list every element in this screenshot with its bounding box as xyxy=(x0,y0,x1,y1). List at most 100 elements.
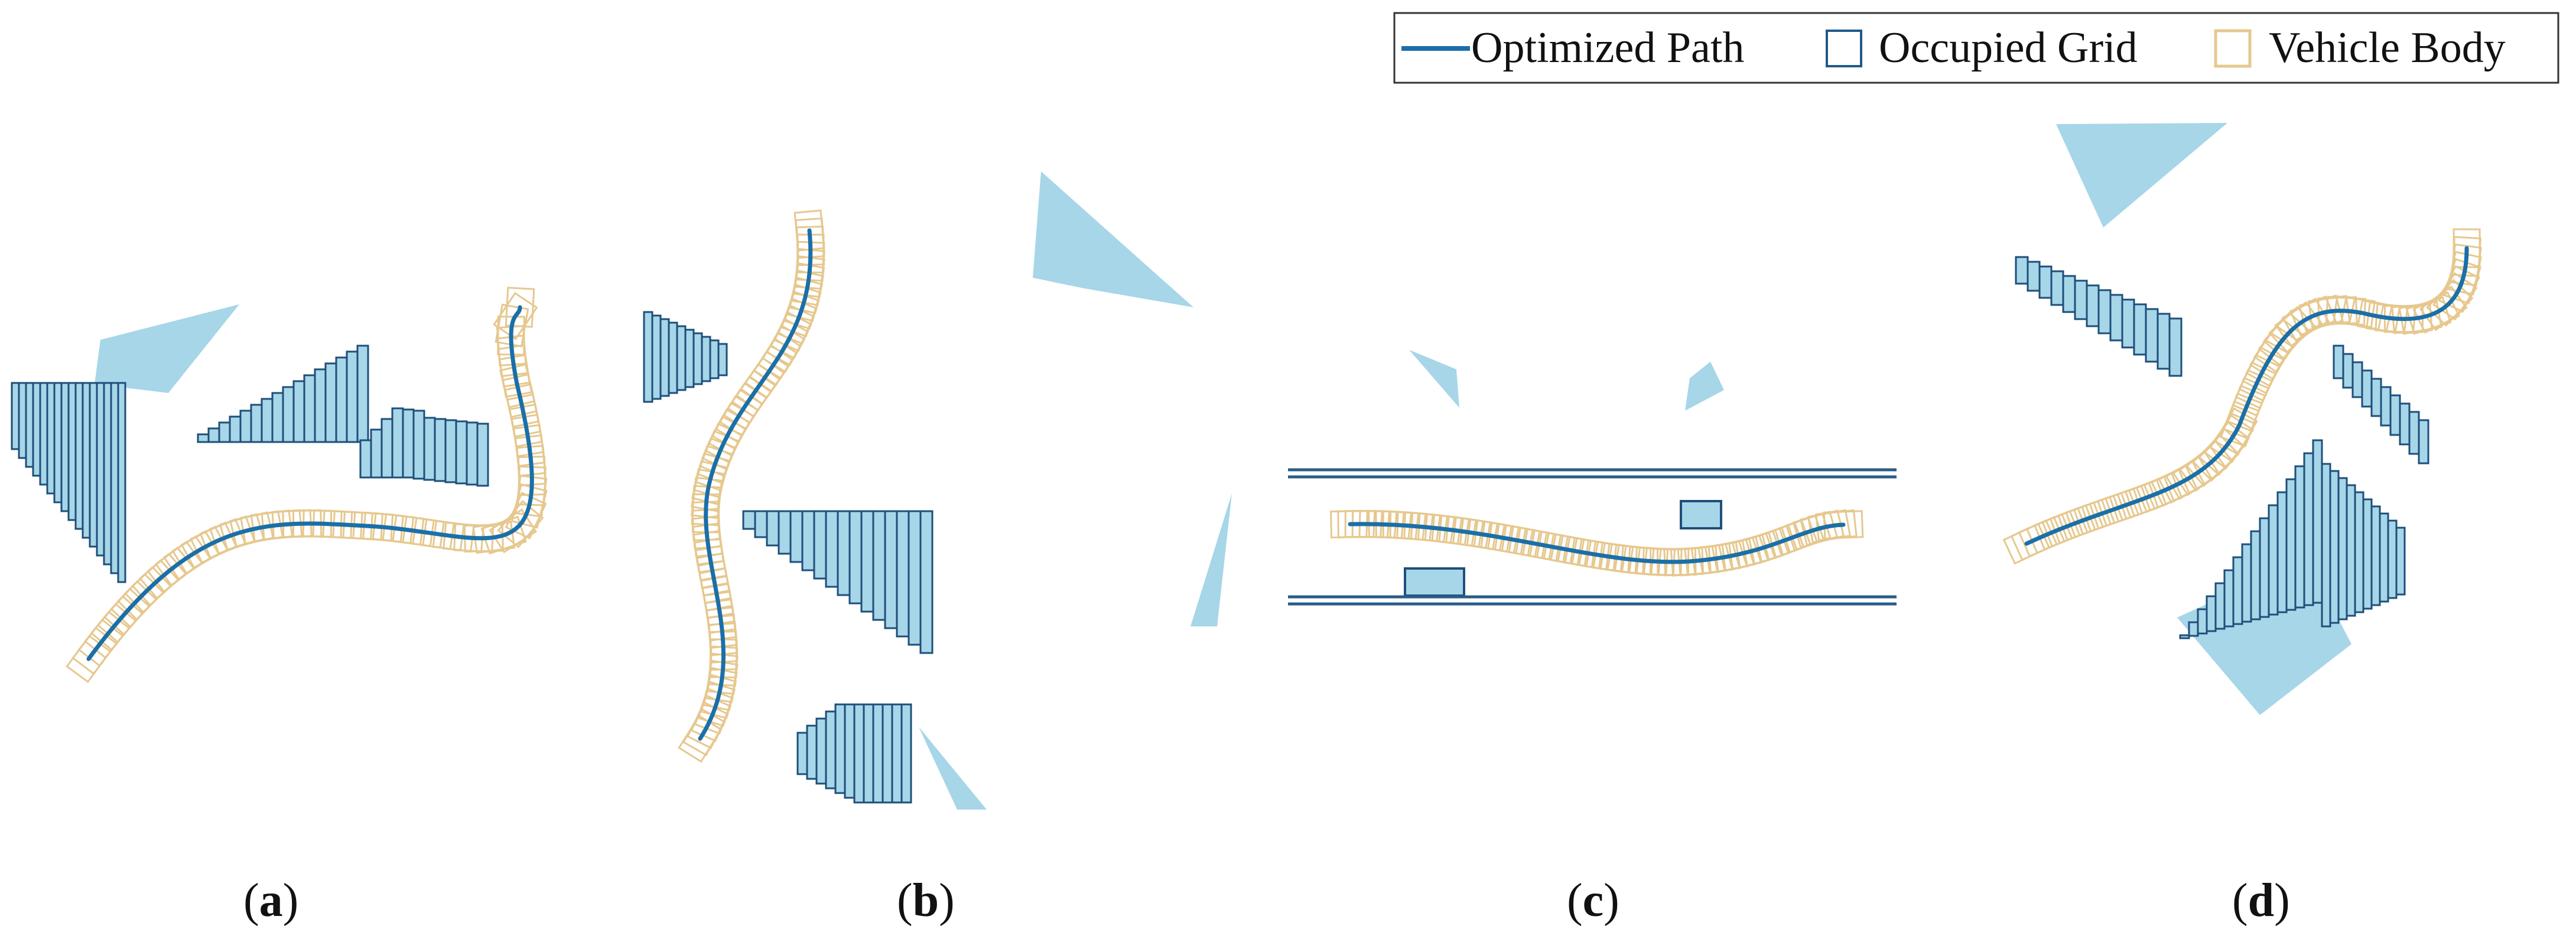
occupied-grid-cell-b2-4 xyxy=(789,510,804,563)
occupied-grid-cell-a2-11 xyxy=(314,368,327,443)
occupied-grid-cell-d2-1 xyxy=(2342,353,2354,389)
occupied-grid-cell-d1-8 xyxy=(2109,294,2123,342)
occupied-grid-cell-b2-6 xyxy=(813,510,827,580)
occupied-grid-cell-a2-7 xyxy=(271,392,284,443)
occupied-grid-cell-d3-7 xyxy=(2379,512,2389,603)
occupied-grid-cell-a3-11 xyxy=(476,423,489,487)
occupied-grid-cell-b2-8 xyxy=(837,510,851,596)
occupied-grid-cell-b2-1 xyxy=(754,510,768,538)
occupied-grid-cell-b1-8 xyxy=(709,339,720,379)
occupied-grid-cell-d2-5 xyxy=(2380,386,2392,427)
occupied-grid-cell-d4-12 xyxy=(2285,478,2297,611)
occupied-grid-cell-b2-15 xyxy=(919,510,934,654)
occupied-grid-cell-b3-1 xyxy=(806,724,818,780)
occupied-grid-cell-d4-7 xyxy=(2241,543,2252,623)
occupied-grid-cell-d1-11 xyxy=(2145,308,2159,363)
subfigure-label-b: (b) xyxy=(897,875,955,926)
occupied-grid-cell-c1 xyxy=(1680,500,1722,529)
occupied-grid-cell-d3-9 xyxy=(2395,527,2406,596)
subfigure-label-c: (c) xyxy=(1567,875,1619,926)
lane-boundaries xyxy=(1288,468,1897,606)
occupied-grid-cell-b1-2 xyxy=(659,318,670,397)
occupied-grid-cell-d1-0 xyxy=(2015,256,2029,285)
occupied-grid-cell-a3-9 xyxy=(455,420,468,485)
occupied-grid-cell-d1-5 xyxy=(2074,280,2088,320)
legend-vehicle-swatch xyxy=(2214,29,2252,68)
occupied-grid-cell-d4-0 xyxy=(2179,634,2190,639)
occupied-grid-cell-a3-2 xyxy=(380,418,393,479)
occupied-grid-cell-b2-10 xyxy=(860,510,874,613)
occupied-grid-cell-b3-5 xyxy=(844,703,856,799)
occupied-grid-cell-a1-15 xyxy=(117,382,126,583)
occupied-grid-cell-b3-4 xyxy=(834,703,846,794)
occupied-grid-cell-a2-4 xyxy=(239,410,252,443)
obstacle-polygon-2 xyxy=(1033,171,1193,307)
occupied-grid-cell-d1-7 xyxy=(2097,289,2112,334)
occupied-grid-cell-b3-8 xyxy=(872,703,884,804)
occupied-grid-cell-b3-3 xyxy=(825,710,837,789)
optimized-path-c xyxy=(1348,522,1846,564)
occupied-grid-cell-d4-13 xyxy=(2294,465,2305,609)
occupied-grid-cell-a3-10 xyxy=(466,421,479,486)
occupied-grid-cell-a1-9 xyxy=(74,382,84,530)
occupied-grid-cell-a3-4 xyxy=(402,408,415,479)
legend-grid-label: Occupied Grid xyxy=(1879,24,2138,72)
occupied-grid-cell-b2-14 xyxy=(908,510,922,646)
vehicle-body-a-47 xyxy=(489,508,538,554)
subfigure-label-d: (d) xyxy=(2232,875,2290,926)
occupied-grid-cell-a2-12 xyxy=(324,362,337,443)
occupied-grid-cell-b1-6 xyxy=(692,332,703,385)
occupied-grid-cell-d2-7 xyxy=(2399,402,2411,446)
occupied-grid-cell-b2-0 xyxy=(742,510,756,530)
occupied-grid-cell-b1-1 xyxy=(651,314,662,400)
occupied-grid-cells xyxy=(11,256,2429,804)
occupied-grid-cell-b2-12 xyxy=(884,510,898,629)
obstacle-polygon-3 xyxy=(1409,350,1459,408)
legend-grid-swatch xyxy=(1826,30,1862,67)
occupied-grid-cell-a2-14 xyxy=(346,350,359,443)
occupied-grid-cell-a1-6 xyxy=(53,382,63,503)
occupied-grid-cell-d3-4 xyxy=(2354,491,2364,613)
occupied-grid-cell-d2-0 xyxy=(2333,345,2344,379)
occupied-grid-cell-d4-8 xyxy=(2250,530,2261,620)
obstacle-polygon-4 xyxy=(1685,362,1724,411)
occupied-grid-cell-b3-0 xyxy=(796,732,808,775)
legend-vehicle-label: Vehicle Body xyxy=(2269,24,2506,72)
occupied-grid-cell-a3-7 xyxy=(434,418,447,482)
occupied-grid-cell-c2 xyxy=(1404,567,1465,597)
vehicle-body-a-70 xyxy=(505,287,535,328)
occupied-grid-cell-a2-3 xyxy=(229,415,242,443)
occupied-grid-cell-d2-2 xyxy=(2351,361,2363,398)
occupied-grid-cell-d2-3 xyxy=(2361,369,2373,408)
occupied-grid-cell-a3-0 xyxy=(359,439,372,479)
occupied-grid-cell-d1-9 xyxy=(2121,298,2135,349)
occupied-grid-cell-d1-2 xyxy=(2038,265,2053,299)
occupied-grid-cell-a1-14 xyxy=(110,382,119,574)
occupied-grid-cell-d4-2 xyxy=(2197,608,2208,635)
occupied-grid-cell-d1-1 xyxy=(2027,261,2041,292)
occupied-grid-cell-a2-8 xyxy=(282,386,295,443)
occupied-grid-cell-d3-5 xyxy=(2362,498,2373,610)
occupied-grid-cell-a2-10 xyxy=(303,374,316,443)
occupied-grid-cell-a2-1 xyxy=(207,427,220,443)
occupied-grid-cell-d2-6 xyxy=(2389,394,2401,436)
occupied-grid-cell-d4-10 xyxy=(2268,504,2279,616)
optimized-path-b xyxy=(698,228,813,741)
occupied-grid-cell-d2-9 xyxy=(2418,419,2429,464)
occupied-grid-cell-a1-3 xyxy=(32,382,41,477)
vehicle-body-footprints xyxy=(66,209,2482,763)
occupied-grid-cell-b2-2 xyxy=(766,510,780,547)
occupied-grid-cell-b1-0 xyxy=(643,311,653,403)
subfigure-label-a: (a) xyxy=(243,875,298,926)
occupied-grid-cell-a2-6 xyxy=(261,398,274,443)
occupied-grid-cell-a1-7 xyxy=(60,382,70,512)
occupied-grid-cell-a1-2 xyxy=(25,382,34,468)
optimized-path-a xyxy=(86,305,534,661)
occupied-grid-cell-b1-3 xyxy=(668,321,678,394)
occupied-grid-cell-a1-0 xyxy=(11,382,20,450)
occupied-grid-cell-b2-7 xyxy=(825,510,839,588)
obstacle-polygon-8 xyxy=(2056,123,2227,228)
occupied-grid-cell-d3-3 xyxy=(2346,484,2356,617)
occupied-grid-cell-a3-5 xyxy=(412,410,425,480)
occupied-grid-cell-d1-10 xyxy=(2133,303,2147,356)
